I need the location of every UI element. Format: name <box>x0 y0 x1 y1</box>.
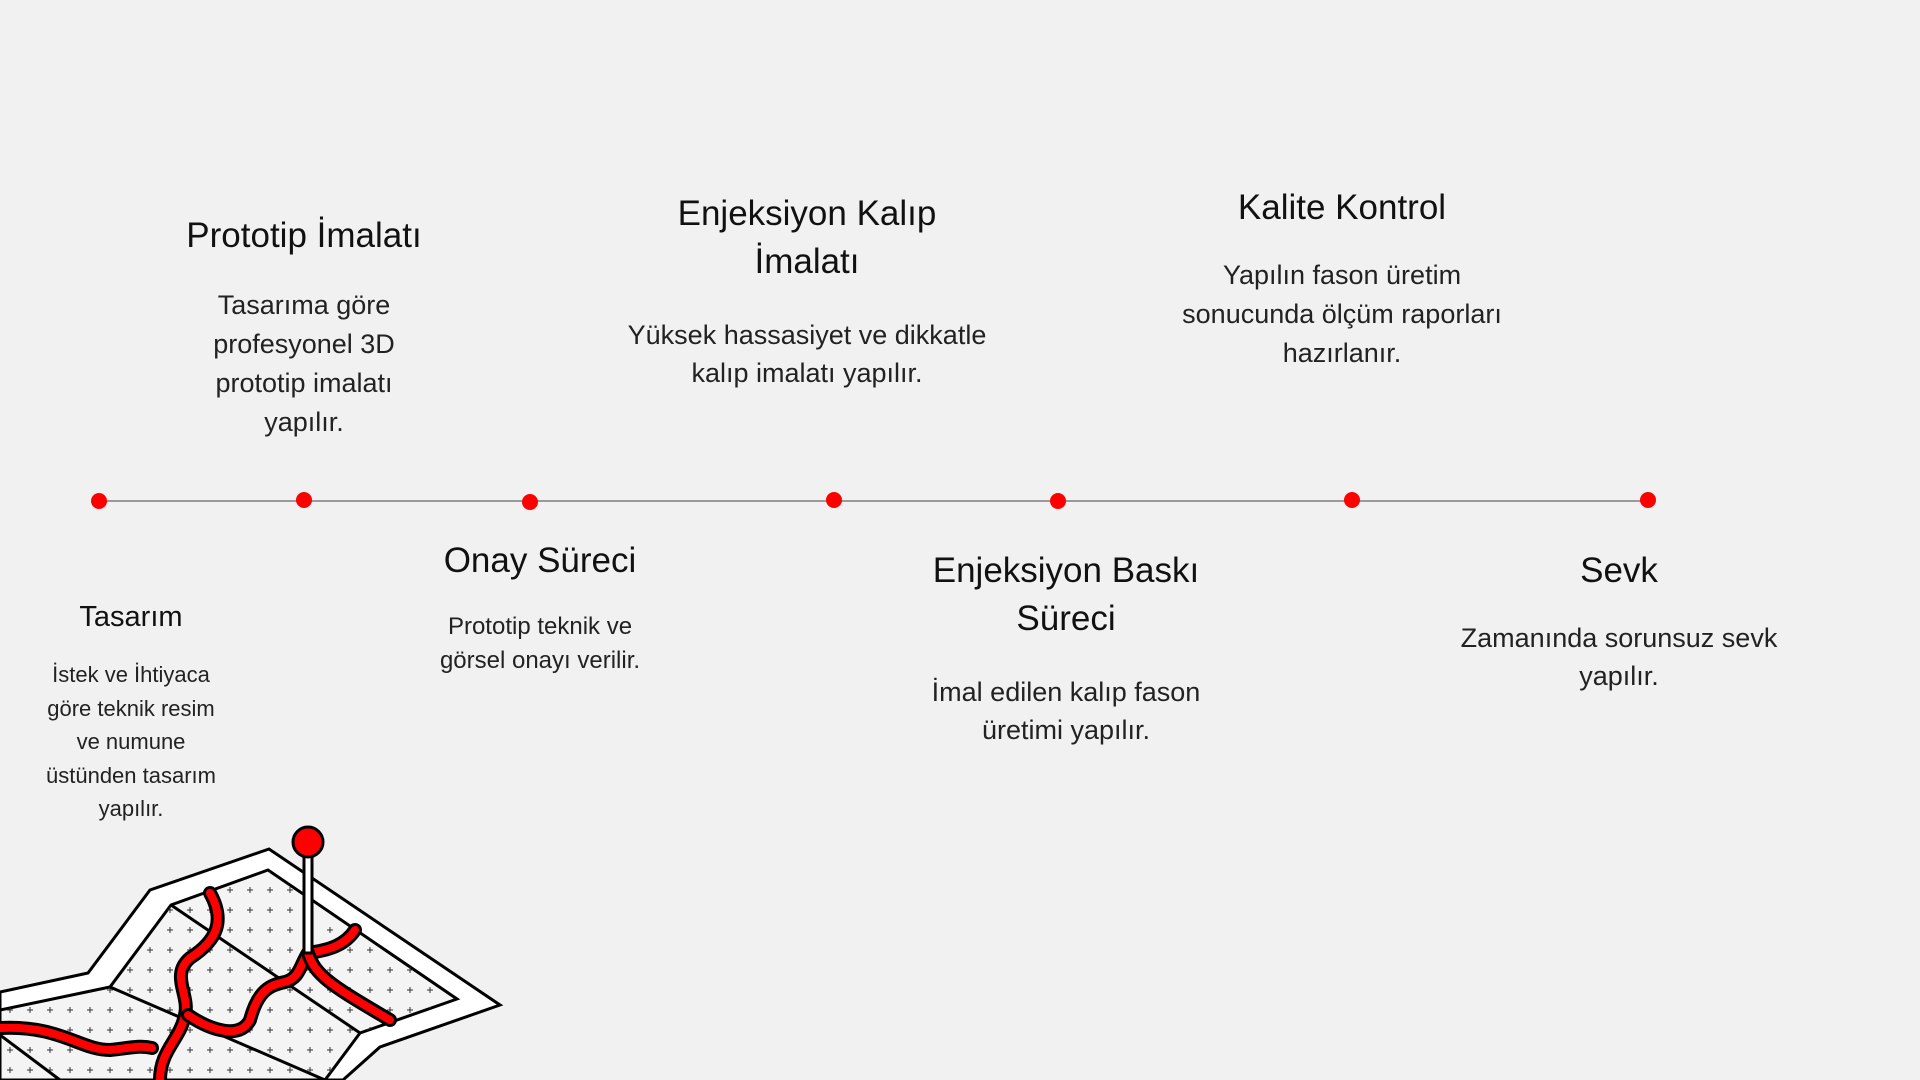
map-pin-icon <box>291 825 325 955</box>
step-title: Enjeksiyon Kalıp İmalatı <box>677 194 937 281</box>
step-title: Tasarım <box>79 601 183 633</box>
map-illustration <box>0 825 504 1080</box>
step-kalip: Enjeksiyon Kalıp İmalatı Yüksek hassasiy… <box>577 190 1037 392</box>
step-sevk: Sevk Zamanında sorunsuz sevk yapılır. <box>1409 548 1829 695</box>
timeline-dot-kalip <box>826 492 842 508</box>
step-description: İmal edilen kalıp fason üretimi yapılır. <box>931 677 1201 745</box>
step-description: Yüksek hassasiyet ve dikkatle kalıp imal… <box>627 320 987 388</box>
step-baski: Enjeksiyon Baskı Süreci İmal edilen kalı… <box>856 547 1276 749</box>
timeline-dot-onay <box>522 494 538 510</box>
step-title: Onay Süreci <box>443 541 637 580</box>
step-title: Enjeksiyon Baskı Süreci <box>932 551 1200 638</box>
step-onay: Onay Süreci Prototip teknik ve görsel on… <box>380 538 700 678</box>
step-prototip: Prototip İmalatı Tasarıma göre profesyon… <box>144 213 464 442</box>
step-description: Zamanında sorunsuz sevk yapılır. <box>1460 623 1778 691</box>
step-kalite: Kalite Kontrol Yapılın fason üretim sonu… <box>1132 185 1552 373</box>
step-description: Prototip teknik ve görsel onayı verilir. <box>439 613 641 674</box>
step-description: İstek ve İhtiyaca göre teknik resim ve n… <box>46 662 216 821</box>
step-title: Sevk <box>1580 551 1658 590</box>
timeline-dot-prototip <box>296 492 312 508</box>
timeline-dot-sevk <box>1640 492 1656 508</box>
step-title: Kalite Kontrol <box>1237 188 1447 227</box>
step-tasarim: Tasarım İstek ve İhtiyaca göre teknik re… <box>1 598 261 826</box>
timeline-dot-kalite <box>1344 492 1360 508</box>
step-title: Prototip İmalatı <box>186 216 422 255</box>
timeline-dot-tasarim <box>91 493 107 509</box>
step-description: Yapılın fason üretim sonucunda ölçüm rap… <box>1182 260 1502 368</box>
step-description: Tasarıma göre profesyonel 3D prototip im… <box>213 290 395 437</box>
timeline-dot-baski <box>1050 493 1066 509</box>
